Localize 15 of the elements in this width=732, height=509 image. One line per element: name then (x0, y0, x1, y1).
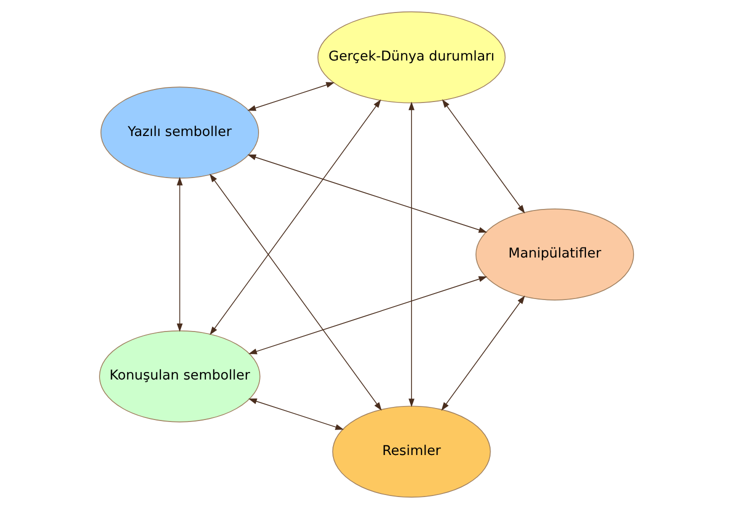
node-ellipse: Gerçek-Dünya durumları (316, 11, 506, 104)
arrow (442, 99, 524, 214)
arrow (247, 154, 487, 233)
arrow (246, 82, 334, 111)
arrow (248, 276, 487, 354)
node-ellipse: Manipülatifler (475, 208, 634, 300)
arrow (209, 99, 381, 336)
arrow (248, 398, 344, 430)
node-ellipse: Resimler (332, 406, 490, 498)
node-ellipse: Yazılı semboller (100, 86, 258, 179)
arrow (440, 296, 524, 411)
arrow (408, 102, 414, 408)
arrow (209, 174, 382, 411)
arrow (176, 176, 182, 332)
node-ellipse: Konuşulan semboller (98, 330, 260, 422)
